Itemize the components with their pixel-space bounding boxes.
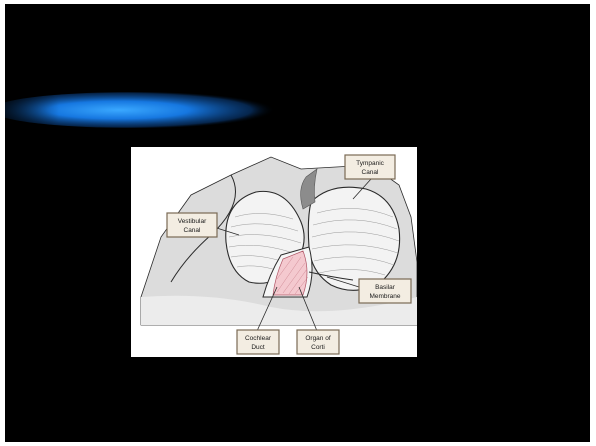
label-vestibular-line1: Vestibular bbox=[178, 218, 207, 225]
blue-glow-decoration bbox=[5, 90, 275, 130]
label-tympanic-line2: Canal bbox=[362, 169, 380, 176]
label-vestibular-canal: Vestibular Canal bbox=[167, 213, 217, 237]
label-basilar-membrane: Basilar Membrane bbox=[359, 279, 411, 303]
label-tympanic-line1: Tympanic bbox=[356, 160, 385, 167]
label-basilar-line1: Basilar bbox=[375, 284, 396, 291]
label-cochlear-line1: Cochlear bbox=[245, 335, 272, 342]
label-tympanic-canal: Tympanic Canal bbox=[345, 155, 395, 179]
label-cochlear-duct: Cochlear Duct bbox=[237, 330, 279, 354]
label-vestibular-line2: Canal bbox=[184, 227, 202, 234]
label-cochlear-line2: Duct bbox=[251, 344, 265, 351]
label-organ-line1: Organ of bbox=[305, 335, 330, 342]
label-organ-of-corti: Organ of Corti bbox=[297, 330, 339, 354]
label-basilar-line2: Membrane bbox=[369, 293, 400, 300]
label-organ-line2: Corti bbox=[311, 344, 325, 351]
cochlea-diagram: Tympanic Canal Vestibular Canal Basilar … bbox=[131, 147, 417, 357]
slide-background: Tympanic Canal Vestibular Canal Basilar … bbox=[5, 4, 590, 442]
cochlea-cross-section-figure: Tympanic Canal Vestibular Canal Basilar … bbox=[131, 147, 417, 357]
